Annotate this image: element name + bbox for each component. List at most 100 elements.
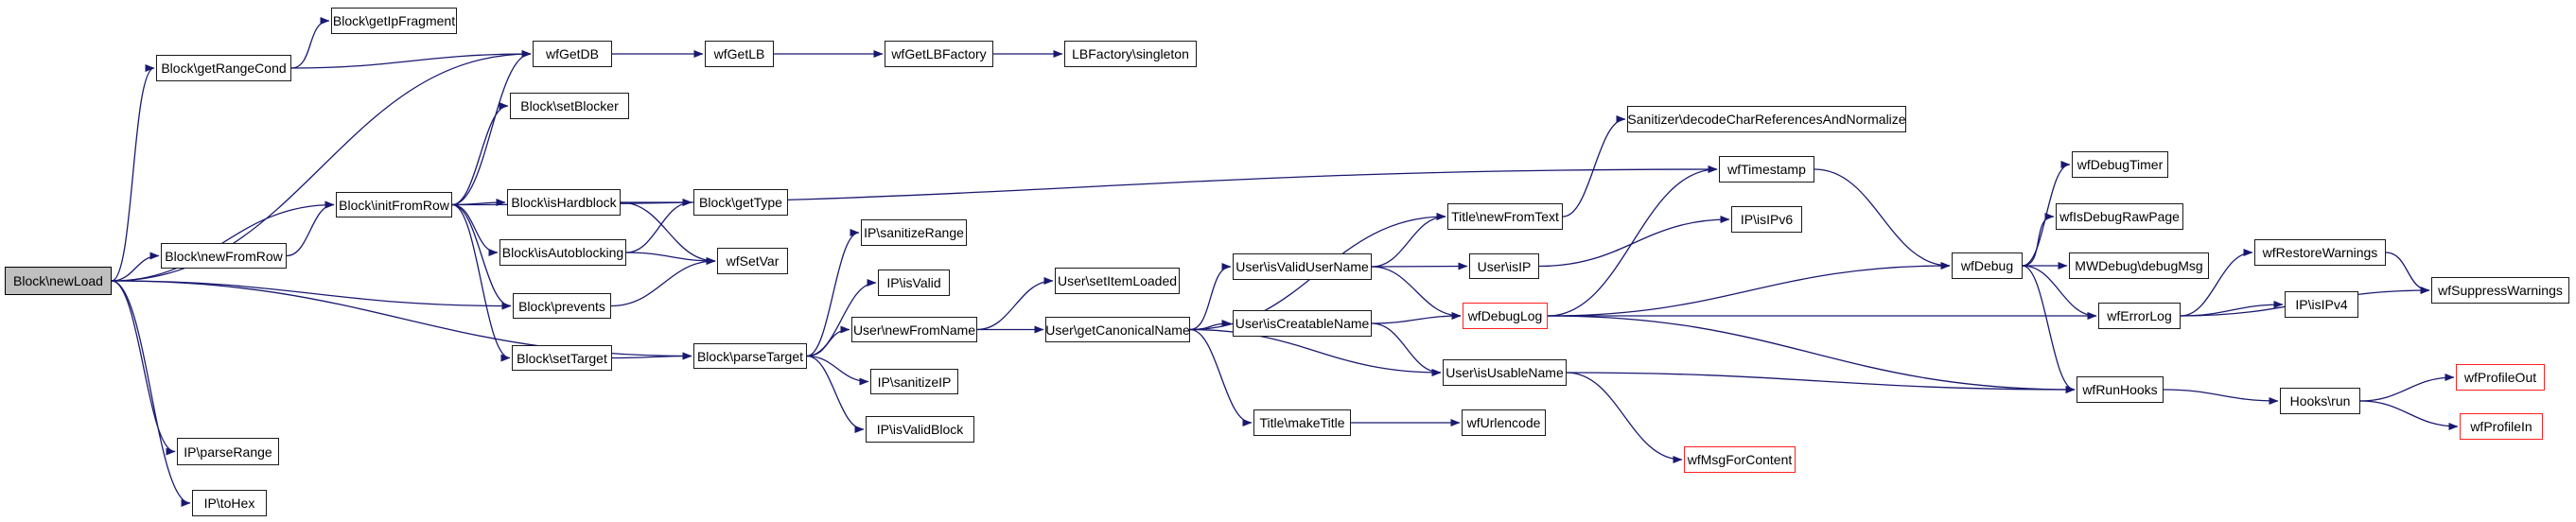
- edge-hooksRun-to-wfProfileOut: [2359, 374, 2455, 402]
- edge-initFromRow-to-setTarget: [451, 203, 511, 362]
- graph-node-makeTitle[interactable]: Title\makeTitle: [1253, 409, 1351, 436]
- edge-initFromRow-to-wfTimestamp: [451, 165, 1718, 206]
- edge-wfDebug-to-wfIsDebugRawPage: [2022, 213, 2055, 267]
- edge-getCanonicalName-to-isValidUserName: [1189, 263, 1232, 331]
- edge-wfRunHooks-to-hooksRun: [2163, 389, 2279, 405]
- graph-node-isCreatableName[interactable]: User\isCreatableName: [1233, 310, 1372, 337]
- graph-node-wfMsgForContent[interactable]: wfMsgForContent: [1684, 446, 1796, 473]
- graph-node-wfRunHooks[interactable]: wfRunHooks: [2077, 376, 2164, 403]
- graph-node-isHardblock[interactable]: Block\isHardblock: [507, 189, 621, 216]
- edge-isCreatableName-to-wfDebugLog: [1371, 312, 1462, 324]
- graph-node-wfGetLB[interactable]: wfGetLB: [705, 41, 774, 67]
- edge-wfDebugLog-to-wfRunHooks: [1547, 315, 2076, 393]
- graph-node-isIPv4[interactable]: IP\isIPv4: [2285, 291, 2358, 318]
- edge-isValidUserName-to-newFromText: [1371, 213, 1446, 268]
- graph-node-sanitizeRange[interactable]: IP\sanitizeRange: [861, 219, 967, 246]
- graph-node-isAutoblocking[interactable]: Block\isAutoblocking: [499, 239, 626, 266]
- edge-getRangeCond-to-getIpFragment: [290, 17, 330, 69]
- graph-node-isIPv6[interactable]: IP\isIPv6: [1731, 206, 1802, 233]
- graph-node-isUsableName[interactable]: User\isUsableName: [1443, 359, 1567, 386]
- graph-node-wfProfileIn[interactable]: wfProfileIn: [2460, 413, 2543, 440]
- edge-parseTarget-to-sanitizeRange: [806, 229, 860, 357]
- graph-node-parseRange[interactable]: IP\parseRange: [177, 438, 279, 465]
- edge-newLoad-to-getRangeCond: [111, 64, 155, 282]
- graph-node-getCanonicalName[interactable]: User\getCanonicalName: [1045, 317, 1190, 342]
- edge-wfDebugLog-to-wfDebug: [1547, 262, 1951, 317]
- graph-node-wfDebug[interactable]: wfDebug: [1952, 252, 2023, 279]
- graph-node-mwDebugMsg[interactable]: MWDebug\debugMsg: [2069, 252, 2209, 279]
- edge-newLoad-to-toHex: [111, 280, 191, 507]
- edge-isValidUserName-to-wfDebugLog: [1371, 266, 1462, 320]
- graph-node-newFromRow[interactable]: Block\newFromRow: [161, 243, 287, 269]
- graph-node-wfProfileOut[interactable]: wfProfileOut: [2456, 364, 2545, 391]
- edge-newLoad-to-prevents: [111, 280, 512, 310]
- edge-parseTarget-to-isValid: [806, 279, 877, 357]
- graph-node-getType[interactable]: Block\getType: [693, 189, 788, 216]
- edge-isCreatableName-to-isUsableName: [1371, 322, 1442, 376]
- edge-isAutoblocking-to-getType: [625, 199, 692, 253]
- graph-node-isValid[interactable]: IP\isValid: [878, 270, 950, 296]
- graph-node-wfSetVar[interactable]: wfSetVar: [717, 248, 788, 274]
- graph-node-wfGetLBFactory[interactable]: wfGetLBFactory: [885, 41, 993, 67]
- graph-node-singleton[interactable]: LBFactory\singleton: [1064, 41, 1197, 67]
- edge-isAutoblocking-to-wfSetVar: [625, 252, 716, 265]
- edge-newLoad-to-initFromRow: [111, 200, 335, 282]
- edge-newLoad-to-parseRange: [111, 280, 176, 456]
- edge-isUsableName-to-wfRunHooks: [1566, 372, 2076, 393]
- edge-initFromRow-to-wfGetDB: [451, 50, 532, 206]
- graph-node-wfErrorLog[interactable]: wfErrorLog: [2098, 303, 2181, 329]
- edge-wfDebug-to-wfRunHooks: [2022, 265, 2076, 393]
- edge-initFromRow-to-setBlocker: [451, 102, 509, 206]
- graph-node-sanitizer[interactable]: Sanitizer\decodeCharReferencesAndNormali…: [1627, 106, 1906, 132]
- edge-initFromRow-to-isAutoblocking: [451, 203, 499, 256]
- edge-parseTarget-to-isValidBlock: [806, 355, 865, 433]
- graph-node-sanitizeIP[interactable]: IP\sanitizeIP: [870, 369, 958, 394]
- edge-isIP-to-isIPv6: [1538, 216, 1730, 268]
- graph-node-isIP[interactable]: User\isIP: [1469, 253, 1539, 279]
- graph-node-prevents[interactable]: Block\prevents: [513, 293, 611, 319]
- graph-node-wfUrlencode[interactable]: wfUrlencode: [1462, 409, 1546, 436]
- edge-getRangeCond-to-wfGetDB: [290, 50, 532, 69]
- graph-node-setTarget[interactable]: Block\setTarget: [512, 345, 612, 371]
- edge-wfErrorLog-to-wfRestoreWarnings: [2180, 249, 2253, 317]
- edge-newFromName-to-setItemLoaded: [976, 277, 1054, 331]
- graph-node-parseTarget[interactable]: Block\parseTarget: [693, 343, 807, 369]
- edge-newFromRow-to-initFromRow: [286, 200, 335, 257]
- graph-node-initFromRow[interactable]: Block\initFromRow: [336, 192, 452, 218]
- graph-node-setItemLoaded[interactable]: User\setItemLoaded: [1055, 268, 1180, 294]
- edge-isValidUserName-to-isIP: [1371, 262, 1468, 270]
- graph-node-wfRestoreWarnings[interactable]: wfRestoreWarnings: [2254, 239, 2386, 266]
- graph-node-isValidUserName[interactable]: User\isValidUserName: [1233, 253, 1372, 280]
- edge-group: [111, 17, 2459, 507]
- edge-parseTarget-to-newFromName: [806, 325, 850, 357]
- edge-getCanonicalName-to-makeTitle: [1189, 328, 1253, 426]
- edge-hooksRun-to-wfProfileIn: [2359, 400, 2459, 430]
- graph-node-hooksRun[interactable]: Hooks\run: [2280, 388, 2360, 414]
- graph-node-wfIsDebugRawPage[interactable]: wfIsDebugRawPage: [2056, 203, 2183, 230]
- edge-newLoad-to-newFromRow: [111, 252, 160, 282]
- graph-node-isValidBlock[interactable]: IP\isValidBlock: [866, 416, 974, 443]
- edge-wfRestoreWarnings-to-wfSuppressWarnings: [2385, 252, 2430, 294]
- edge-prevents-to-wfSetVar: [610, 257, 716, 307]
- edge-parseTarget-to-sanitizeIP: [806, 355, 869, 386]
- graph-node-getIpFragment[interactable]: Block\getIpFragment: [331, 8, 457, 34]
- edge-wfDebugLog-to-wfTimestamp: [1547, 165, 1718, 317]
- graph-node-wfDebugLog[interactable]: wfDebugLog: [1463, 303, 1548, 329]
- graph-node-toHex[interactable]: IP\toHex: [192, 490, 267, 516]
- graph-node-newLoad[interactable]: Block\newLoad: [5, 267, 112, 295]
- graph-node-newFromName[interactable]: User\newFromName: [851, 317, 977, 342]
- graph-node-wfGetDB[interactable]: wfGetDB: [533, 41, 612, 67]
- graph-node-newFromText[interactable]: Title\newFromText: [1447, 203, 1563, 230]
- graph-node-getRangeCond[interactable]: Block\getRangeCond: [156, 55, 291, 81]
- edge-isUsableName-to-wfMsgForContent: [1566, 372, 1683, 463]
- graph-node-wfDebugTimer[interactable]: wfDebugTimer: [2072, 151, 2168, 178]
- graph-node-wfTimestamp[interactable]: wfTimestamp: [1719, 156, 1814, 183]
- graph-node-wfSuppressWarnings[interactable]: wfSuppressWarnings: [2431, 277, 2569, 304]
- edge-initFromRow-to-prevents: [451, 203, 512, 310]
- graph-node-setBlocker[interactable]: Block\setBlocker: [510, 93, 629, 119]
- edge-isHardblock-to-wfSetVar: [620, 201, 716, 265]
- edge-newFromText-to-sanitizer: [1562, 115, 1626, 218]
- edge-wfTimestamp-to-wfDebug: [1814, 168, 1951, 270]
